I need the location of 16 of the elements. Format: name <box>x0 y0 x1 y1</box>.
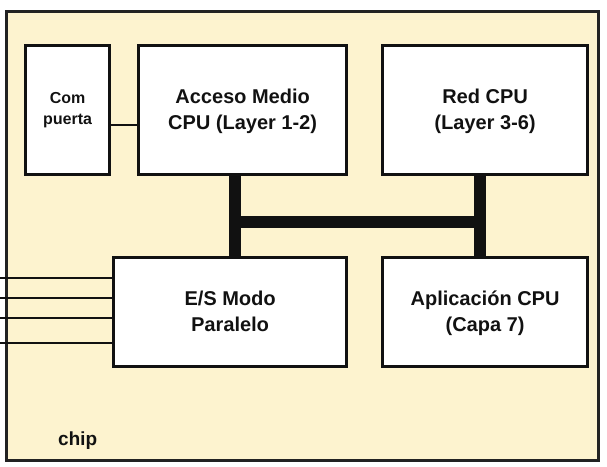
box-label: Com puerta <box>42 89 93 130</box>
cpu-box <box>112 256 348 368</box>
connector-line <box>111 124 137 126</box>
cpu-box <box>137 44 348 176</box>
connector-line <box>0 317 112 319</box>
cpu-box <box>381 44 589 176</box>
connector-line <box>0 277 112 279</box>
box-label: Aplicación CPU (Capa 7) <box>410 287 560 338</box>
connector-line <box>0 297 112 299</box>
box-label: Red CPU (Layer 3-6) <box>433 85 537 136</box>
chip-label: chip <box>58 429 98 451</box>
cpu-box <box>24 44 111 176</box>
box-label: Acceso Medio CPU (Layer 1-2) <box>168 85 318 136</box>
connector-line <box>0 342 112 344</box>
cpu-box <box>381 256 589 368</box>
box-label: E/S Modo Paralelo <box>183 287 277 338</box>
